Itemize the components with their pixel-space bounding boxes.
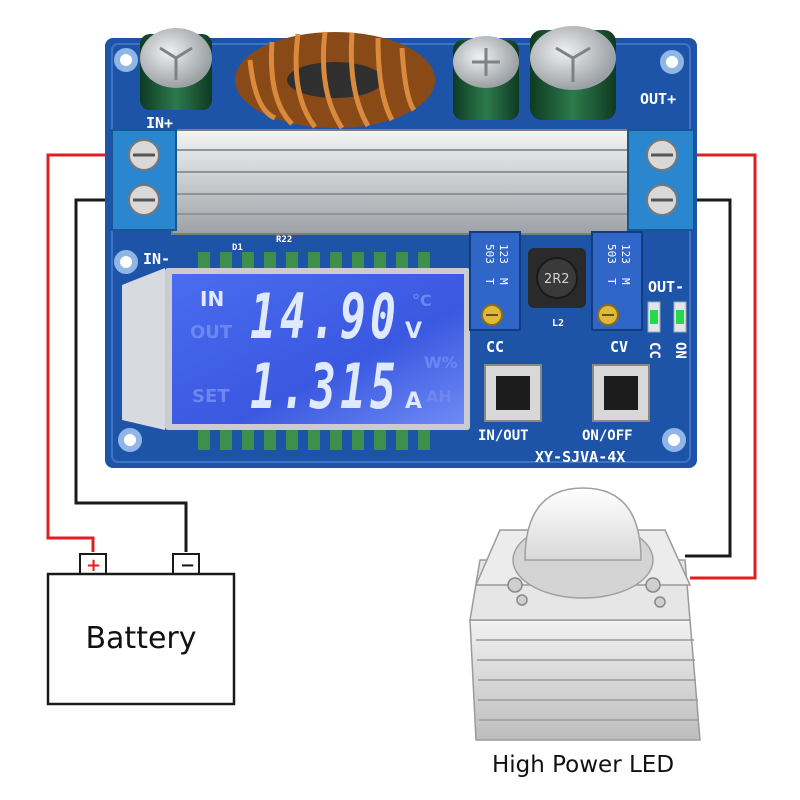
lcd-voltage-unit: V xyxy=(405,319,422,344)
pot-cv-line-3: T xyxy=(605,278,618,285)
capacitor-mid xyxy=(453,36,519,120)
button-in-out[interactable]: IN/OUT xyxy=(478,364,542,444)
button-in-out-label: IN/OUT xyxy=(478,428,529,444)
battery-label: Battery xyxy=(85,621,196,656)
label-out-minus: OUT- xyxy=(648,278,684,296)
label-cc: CC xyxy=(486,338,504,356)
potentiometer-cc[interactable]: 503 123 T M xyxy=(469,231,521,331)
battery: + − Battery xyxy=(46,553,236,706)
lcd-display: IN OUT SET 14.90 V 1.315 A °C W% AH xyxy=(122,268,470,430)
pot-cv-line-2: 123 xyxy=(619,244,632,264)
lcd-voltage-value: 14.90 xyxy=(250,280,400,353)
label-l2: L2 xyxy=(552,318,564,329)
potentiometer-cv[interactable]: 503 123 T M xyxy=(591,231,643,331)
label-on-vertical: ON xyxy=(672,342,688,359)
terminal-block-input xyxy=(111,129,177,231)
label-in-minus: IN- xyxy=(143,250,170,268)
led-dome xyxy=(524,487,642,561)
label-d1: D1 xyxy=(232,243,243,253)
dc-converter-board: IN+ IN- OUT+ OUT- D1 R22 xyxy=(105,26,697,468)
mounting-holes xyxy=(114,48,686,452)
pot-cc-line-2: 123 xyxy=(497,244,510,264)
label-cc-vertical: CC xyxy=(646,342,662,359)
pot-cv-line-4: M xyxy=(619,278,632,285)
toroid-inductor xyxy=(235,31,435,130)
lcd-ghost-ah: AH xyxy=(426,387,452,406)
pot-cc-line-3: T xyxy=(483,278,496,285)
heatsink xyxy=(171,129,635,235)
lcd-current-value: 1.315 xyxy=(250,350,400,423)
wire-red-output xyxy=(690,153,757,580)
lcd-label-in: IN xyxy=(200,287,224,311)
led-screws xyxy=(507,577,666,608)
status-leds: CC ON xyxy=(646,301,688,359)
small-inductor: 2R2 xyxy=(528,248,586,308)
wire-black-output xyxy=(685,198,732,558)
terminal-block-output xyxy=(627,129,695,231)
label-cv: CV xyxy=(610,338,628,356)
capacitor-left xyxy=(140,28,212,110)
button-on-off[interactable]: ON/OFF xyxy=(582,364,650,444)
wire-red-input xyxy=(46,153,112,552)
label-out-plus: OUT+ xyxy=(640,90,676,108)
led-label: High Power LED xyxy=(492,752,674,778)
pot-cc-line-1: 503 xyxy=(483,244,496,264)
lcd-current-unit: A xyxy=(405,389,422,414)
wire-black-input xyxy=(74,198,188,552)
battery-minus-sign: − xyxy=(180,555,195,576)
battery-plus-sign: + xyxy=(86,555,101,576)
wires xyxy=(46,153,757,580)
pot-cc-line-4: M xyxy=(497,278,510,285)
board-model: XY-SJVA-4X xyxy=(535,448,625,466)
lcd-label-set: SET xyxy=(192,386,230,407)
lcd-ghost-c: °C xyxy=(412,291,432,310)
button-on-off-label: ON/OFF xyxy=(582,428,633,444)
lcd-label-out: OUT xyxy=(190,322,233,343)
high-power-led: High Power LED xyxy=(469,487,701,778)
capacitor-right xyxy=(530,26,616,120)
lcd-ghost-w: W% xyxy=(424,353,458,372)
label-in-plus: IN+ xyxy=(146,114,173,132)
pot-cv-line-1: 503 xyxy=(605,244,618,264)
battery-body xyxy=(46,572,236,706)
label-r22: R22 xyxy=(276,235,292,245)
inductor-value: 2R2 xyxy=(544,272,570,287)
